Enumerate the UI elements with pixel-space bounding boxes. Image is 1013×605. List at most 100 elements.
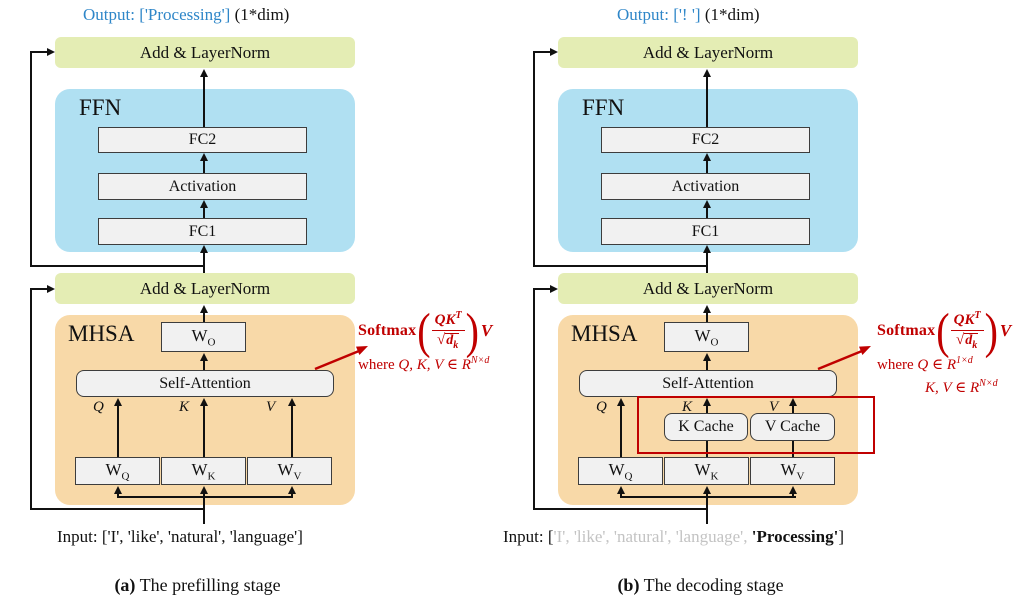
input-stem-line (203, 497, 205, 524)
self-attention-label: Self-Attention (159, 374, 251, 392)
softmax-label: Softmax (877, 321, 936, 339)
wo-box-left: WO (161, 322, 246, 352)
add-layernorm-top-left: Add & LayerNorm (55, 37, 355, 68)
q-label-left: Q (93, 399, 104, 415)
mhsa-title-right: MHSA (571, 321, 638, 346)
wk-box-left: WK (161, 457, 246, 485)
wq-label: WQ (608, 459, 633, 483)
fc1-box-right: FC1 (601, 218, 810, 245)
residual-line-bottom (533, 288, 535, 510)
wo-label: WO (191, 325, 216, 349)
qk-fraction: QKT√dk (431, 311, 465, 351)
fc2-box-right: FC2 (601, 127, 810, 153)
caption-left: (a) The prefilling stage (0, 575, 395, 596)
output-text-right: Output: ['! '] (1*dim) (617, 5, 760, 25)
caption-text-a: The prefilling stage (135, 575, 281, 595)
residual-line-top (30, 51, 32, 267)
wv-label: WV (277, 459, 302, 483)
open-paren: ( (936, 302, 950, 359)
input-text-left: Input: ['I', 'like', 'natural', 'languag… (57, 527, 303, 547)
residual-line-top (533, 51, 535, 267)
residual-line-bottom (30, 288, 32, 510)
wq-box-left: WQ (75, 457, 160, 485)
caption-label-b: (b) (617, 575, 640, 595)
wv-box-right: WV (750, 457, 835, 485)
self-attention-label: Self-Attention (662, 374, 754, 392)
input-branch-line (620, 496, 796, 498)
denominator: √dk (436, 332, 460, 351)
fc1-label: FC1 (691, 222, 720, 240)
value-v: V (999, 321, 1012, 341)
close-paren: ) (465, 302, 479, 359)
caption-right: (b) The decoding stage (503, 575, 898, 596)
k-label-left: K (179, 399, 190, 415)
v-cache-label: V Cache (764, 418, 821, 435)
wq-label: WQ (105, 459, 130, 483)
k-label-right: K (682, 399, 693, 415)
add-layernorm-mid-left: Add & LayerNorm (55, 273, 355, 304)
wv-label: WV (780, 459, 805, 483)
wq-box-right: WQ (578, 457, 663, 485)
residual-join-bottom (534, 508, 708, 510)
ffn-title-left: FFN (79, 95, 122, 120)
wk-label: WK (191, 459, 216, 483)
input-cached-tokens: 'I', 'like', 'natural', 'language', (553, 527, 752, 546)
output-dim-right: (1*dim) (700, 5, 760, 24)
fc1-label: FC1 (188, 222, 217, 240)
numerator: QKT (431, 311, 465, 331)
add-layernorm-mid-right: Add & LayerNorm (558, 273, 858, 304)
input-tokens-left: Input: ['I', 'like', 'natural', 'languag… (57, 527, 303, 546)
self-attention-box-right: Self-Attention (579, 370, 837, 397)
v-label-left: V (266, 399, 276, 415)
wk-box-right: WK (664, 457, 749, 485)
where-clause-right-line2: K, V ∈ RN×d (925, 377, 998, 396)
red-pointer-arrow-right (817, 346, 871, 371)
wv-box-left: WV (247, 457, 332, 485)
add-layernorm-label: Add & LayerNorm (642, 278, 774, 298)
v-label-right: V (769, 399, 779, 415)
activation-box-right: Activation (601, 173, 810, 200)
value-v: V (480, 321, 493, 341)
input-text-right: Input: ['I', 'like', 'natural', 'languag… (503, 527, 844, 547)
add-layernorm-label: Add & LayerNorm (139, 42, 271, 62)
qk-fraction: QKT√dk (950, 311, 984, 351)
self-attention-box-left: Self-Attention (76, 370, 334, 397)
softmax-label: Softmax (358, 321, 417, 339)
where-clause-right-line1: where Q ∈ R1×d (877, 354, 973, 373)
wk-label: WK (694, 459, 719, 483)
input-branch-line (117, 496, 293, 498)
output-dim-left: (1*dim) (230, 5, 290, 24)
kv-cache-highlight-box (637, 396, 875, 454)
wo-label: WO (694, 325, 719, 349)
activation-label: Activation (168, 177, 237, 195)
residual-join-bottom (31, 508, 205, 510)
v-cache-box: V Cache (750, 413, 835, 441)
caption-text-b: The decoding stage (639, 575, 784, 595)
input-suffix: ] (838, 527, 844, 546)
residual-join-top (31, 265, 205, 267)
fc2-label: FC2 (691, 131, 720, 148)
input-new-token: 'Processing' (751, 527, 839, 546)
mhsa-title-left: MHSA (68, 321, 135, 346)
fc1-box-left: FC1 (98, 218, 307, 245)
output-tokens-left: Output: ['Processing'] (83, 5, 231, 24)
activation-label: Activation (671, 177, 740, 195)
red-pointer-arrow-left (314, 346, 368, 371)
wo-box-right: WO (664, 322, 749, 352)
attention-formula-left: Softmax(QKT√dk)V where Q, K, V ∈ RN×d (358, 302, 493, 374)
k-cache-label: K Cache (678, 418, 734, 435)
output-text-left: Output: ['Processing'] (1*dim) (83, 5, 289, 25)
caption-label-a: (a) (114, 575, 136, 595)
k-cache-box: K Cache (664, 413, 748, 441)
attention-formula-right: Softmax(QKT√dk)V where Q ∈ R1×d K, V ∈ R… (877, 302, 1012, 397)
residual-join-top (534, 265, 708, 267)
line-wv-to-vcache (792, 441, 794, 457)
denominator: √dk (955, 332, 979, 351)
add-layernorm-top-right: Add & LayerNorm (558, 37, 858, 68)
fc2-label: FC2 (188, 131, 217, 148)
add-layernorm-label: Add & LayerNorm (139, 278, 271, 298)
activation-box-left: Activation (98, 173, 307, 200)
ffn-title-right: FFN (582, 95, 625, 120)
where-clause-left: where Q, K, V ∈ RN×d (358, 354, 490, 373)
